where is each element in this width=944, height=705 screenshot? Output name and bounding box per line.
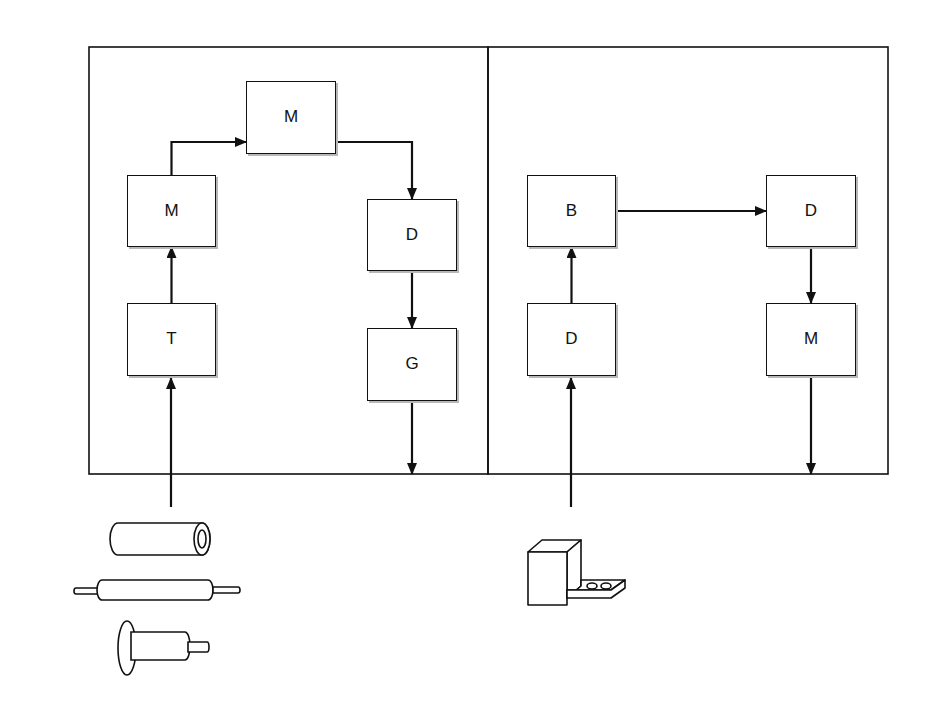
cell-panel [488, 47, 888, 474]
process-box: M [127, 175, 216, 247]
flange-hub [131, 632, 190, 660]
input-arrow [170, 378, 172, 507]
process-box: G [367, 328, 457, 401]
flange-pin [188, 642, 209, 652]
output-arrow [411, 403, 413, 474]
flow-arrow [810, 247, 812, 303]
tube-body [110, 523, 210, 555]
box-label: B [566, 202, 577, 221]
process-box: D [367, 199, 457, 271]
box-label: M [164, 202, 178, 221]
cell-panel [89, 47, 488, 474]
input-arrow [570, 378, 572, 507]
tube-end [194, 523, 210, 555]
process-box: D [766, 175, 856, 247]
flow-arrow [336, 142, 412, 199]
shaft-end [213, 587, 240, 593]
box-label: D [406, 226, 418, 245]
flanged-part [118, 621, 209, 675]
process-box: B [527, 175, 616, 247]
bracket-hole [601, 583, 611, 589]
output-arrow [810, 378, 812, 474]
process-box: M [246, 81, 336, 154]
box-label: D [805, 202, 817, 221]
bracket-foot-edge [567, 580, 625, 598]
bracket-hole [587, 583, 597, 589]
shaft-part [74, 580, 240, 600]
shaft-body [97, 580, 213, 600]
box-label: G [405, 355, 418, 374]
box-label: M [804, 330, 818, 349]
process-box: D [527, 303, 616, 376]
tube-part [110, 523, 210, 555]
flow-arrow [616, 210, 766, 212]
flow-arrow [570, 247, 572, 303]
process-box: T [127, 303, 216, 376]
bracket-front [528, 552, 567, 605]
flow-arrow [170, 247, 172, 303]
box-label: D [565, 330, 577, 349]
box-label: T [166, 330, 176, 349]
bracket-foot-top [567, 580, 625, 598]
bracket-part [528, 540, 625, 605]
tube-bore [198, 530, 206, 548]
process-box: M [766, 303, 856, 376]
flow-arrow [172, 142, 247, 175]
box-label: M [284, 108, 298, 127]
flow-arrow [411, 271, 413, 328]
